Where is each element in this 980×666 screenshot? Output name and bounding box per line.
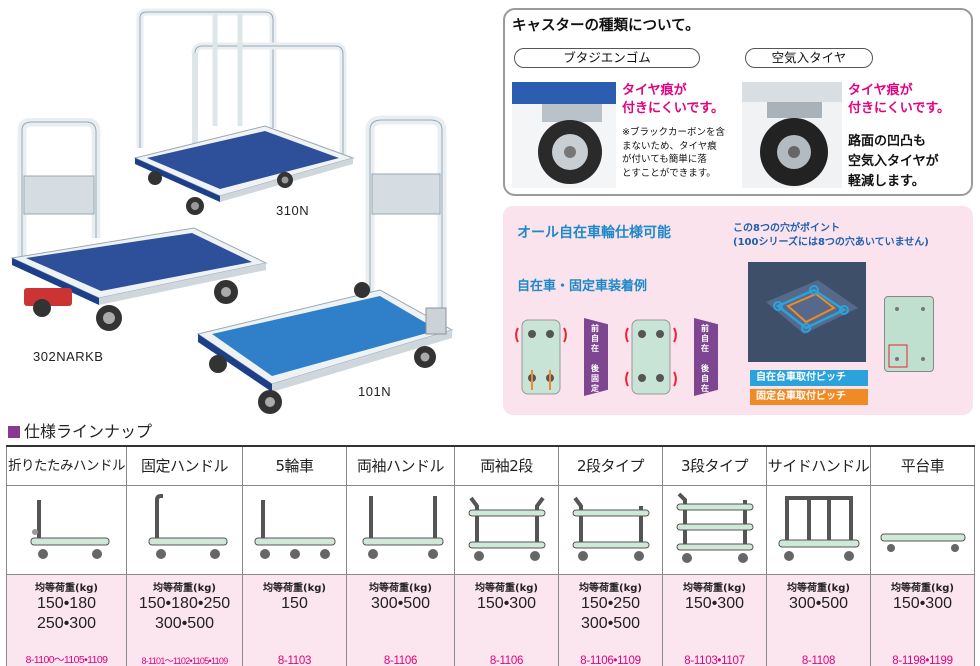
cart-302narkb-photo <box>4 118 274 338</box>
lineup-name-0: 折りたたみハンドル <box>6 445 127 486</box>
pneumatic-caster-photo <box>742 82 842 188</box>
mount-plate-diagram <box>884 296 934 372</box>
purple-square-icon <box>8 426 20 438</box>
lineup-code-4: 8-1106 <box>489 655 524 666</box>
butadiene-caster-photo <box>512 82 616 188</box>
swivel-example-2-diagram <box>620 312 682 404</box>
swivel-example-2-front: 前自在 <box>701 324 709 353</box>
caster-left-point: タイヤ痕が 付きにくいです。 <box>622 83 725 116</box>
swivel-example-1-diagram <box>510 312 572 404</box>
lineup-code-5: 8-1106•1109 <box>580 655 641 666</box>
lineup-name-1: 固定ハンドル <box>126 445 243 486</box>
lineup-load-5: 150•250 300•500 <box>581 595 640 632</box>
cart-310n-photo <box>125 8 365 223</box>
model-302narkb-label: 302NARKB <box>33 349 104 364</box>
lineup-name-4: 両袖2段 <box>454 445 559 486</box>
lineup-spec-4: 均等荷重(kg) 150•300 8-1106 <box>454 574 559 666</box>
fixed-handle-cart-icon <box>126 485 243 575</box>
lineup-code-3: 8-1106 <box>383 655 418 666</box>
lineup-load-6: 150•300 <box>685 595 744 612</box>
swivel-example-2-rear: 後自在 <box>701 364 709 393</box>
lineup-code-0: 8-1100〜1105•1109 <box>25 654 108 666</box>
five-wheel-cart-icon <box>242 485 347 575</box>
lineup-name-5: 2段タイプ <box>558 445 663 486</box>
lineup-load-1: 150•180•250 300•500 <box>138 595 231 632</box>
lineup-name-3: 両袖ハンドル <box>346 445 455 486</box>
fixed-pitch-label: 固定台車取付ピッチ <box>750 389 868 405</box>
lineup-load-4: 150•300 <box>477 595 536 612</box>
side-handle-cart-icon <box>766 485 871 575</box>
caster-right-desc: 路面の凹凸も 空気入タイヤが 軽減します。 <box>848 134 939 189</box>
lineup-title: 仕様ラインナップ <box>8 418 152 442</box>
lineup-load-8: 150•300 <box>893 595 952 612</box>
lineup-code-7: 8-1108 <box>801 655 836 666</box>
swivel-example-1-front: 前自在 <box>591 324 599 353</box>
lineup-spec-1: 均等荷重(kg) 150•180•250 300•500 8-1101〜1102… <box>126 574 243 666</box>
lineup-name-6: 3段タイプ <box>662 445 767 486</box>
lineup-code-1: 8-1101〜1102•1105•1109 <box>141 656 228 666</box>
lineup-spec-3: 均等荷重(kg) 300•500 8-1106 <box>346 574 455 666</box>
swivel-example-1-rear: 後固定 <box>591 364 599 393</box>
lineup-load-2: 150 <box>281 595 308 612</box>
double-handle-cart-icon <box>346 485 455 575</box>
mount-holes-photo <box>748 262 866 362</box>
swivel-pitch-label: 自在台車取付ピッチ <box>750 370 868 386</box>
all-swivel-title: オール自在車輪仕様可能 <box>517 225 671 241</box>
lineup-load-0: 150•180 250•300 <box>37 595 96 632</box>
two-tier-cart-icon <box>558 485 663 575</box>
flat-cart-icon <box>870 485 975 575</box>
three-tier-cart-icon <box>662 485 767 575</box>
lineup-spec-6: 均等荷重(kg) 150•300 8-1103•1107 <box>662 574 767 666</box>
lineup-name-8: 平台車 <box>870 445 975 486</box>
lineup-code-6: 8-1103•1107 <box>684 655 745 666</box>
lineup-name-7: サイドハンドル <box>766 445 871 486</box>
caster-left-name: ブタジエンゴム <box>514 48 700 68</box>
swivel-example-subtitle: 自在車・固定車装着例 <box>517 279 648 294</box>
double-handle-two-tier-cart-icon <box>454 485 559 575</box>
caster-right-point: タイヤ痕が 付きにくいです。 <box>848 83 951 116</box>
lineup-spec-2: 均等荷重(kg) 150 8-1103 <box>242 574 347 666</box>
lineup-name-2: 5輪車 <box>242 445 347 486</box>
lineup-code-8: 8-1198•1199 <box>892 655 953 666</box>
model-101n-label: 101N <box>358 384 392 399</box>
lineup-load-3: 300•500 <box>371 595 430 612</box>
lineup-code-2: 8-1103 <box>277 655 312 666</box>
folding-handle-cart-icon <box>6 485 127 575</box>
lineup-spec-5: 均等荷重(kg) 150•250 300•500 8-1106•1109 <box>558 574 663 666</box>
lineup-spec-7: 均等荷重(kg) 300•500 8-1108 <box>766 574 871 666</box>
swivel-example-1-tags: 前自在 後固定 <box>584 318 608 396</box>
lineup-table: 折りたたみハンドル 固定ハンドル 5輪車 両袖ハンドル 両袖2段 2段タイプ 3… <box>6 445 975 666</box>
lineup-spec-8: 均等荷重(kg) 150•300 8-1198•1199 <box>870 574 975 666</box>
caster-types-title: キャスターの種類について。 <box>512 18 700 34</box>
model-310n-label: 310N <box>276 203 310 218</box>
caster-right-name: 空気入タイヤ <box>745 48 873 68</box>
lineup-spec-0: 均等荷重(kg) 150•180 250•300 8-1100〜1105•110… <box>6 574 127 666</box>
swivel-example-2-tags: 前自在 後自在 <box>694 318 718 396</box>
cart-101n-photo <box>190 112 465 417</box>
lineup-load-7: 300•500 <box>789 595 848 612</box>
caster-left-note: ※ブラックカーボンを含 まないため、タイヤ痕 が付いても簡単に落 とすことができ… <box>622 127 725 179</box>
eight-holes-point: この8つの穴がポイント (100シリーズには8つの穴あいていません) <box>733 223 929 248</box>
